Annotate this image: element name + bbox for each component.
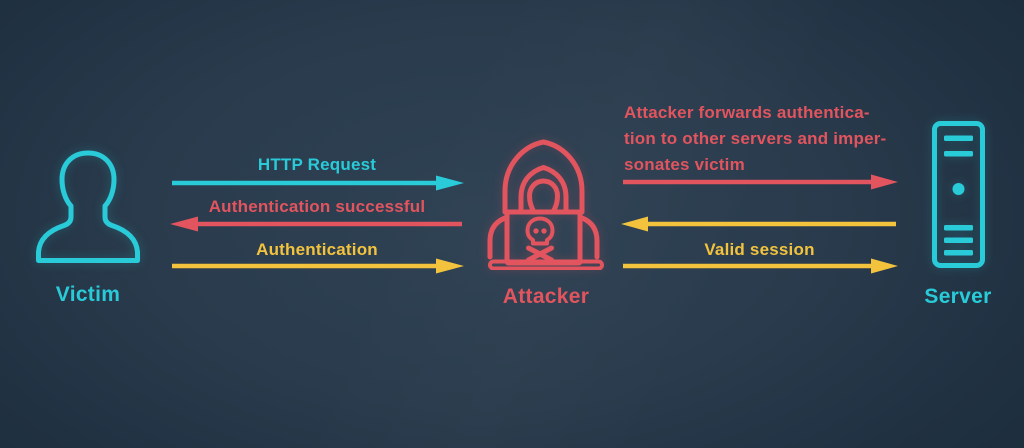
arrow-authentication-successful-left xyxy=(170,216,462,232)
flow-label-http-request: HTTP Request xyxy=(257,155,377,174)
arrow-valid-session-right xyxy=(623,258,898,274)
annotation-line-1: Attacker forwards authentica- xyxy=(624,103,870,122)
skull-icon xyxy=(525,216,555,246)
victim-person-icon xyxy=(36,150,140,263)
arrow-http-request-right xyxy=(172,175,464,191)
annotation-forward-auth: Attacker forwards authentica- tion to ot… xyxy=(624,100,916,178)
arrow-session-left xyxy=(621,216,896,232)
arrow-authentication-right xyxy=(172,258,464,274)
flow-label-authentication: Authentication xyxy=(256,240,378,259)
attacker-hacker-icon xyxy=(487,139,604,270)
victim-label: Victim xyxy=(55,283,121,306)
server-tower-icon xyxy=(932,121,985,268)
attacker-label: Attacker xyxy=(502,285,590,308)
flow-label-valid-session: Valid session xyxy=(704,240,815,259)
annotation-line-3: sonates victim xyxy=(624,155,745,174)
arrow-forward-auth-right xyxy=(623,174,898,190)
flow-label-authentication-successful: Authentication successful xyxy=(208,197,426,216)
annotation-line-2: tion to other servers and imper- xyxy=(624,129,887,148)
server-label: Server xyxy=(924,285,992,308)
